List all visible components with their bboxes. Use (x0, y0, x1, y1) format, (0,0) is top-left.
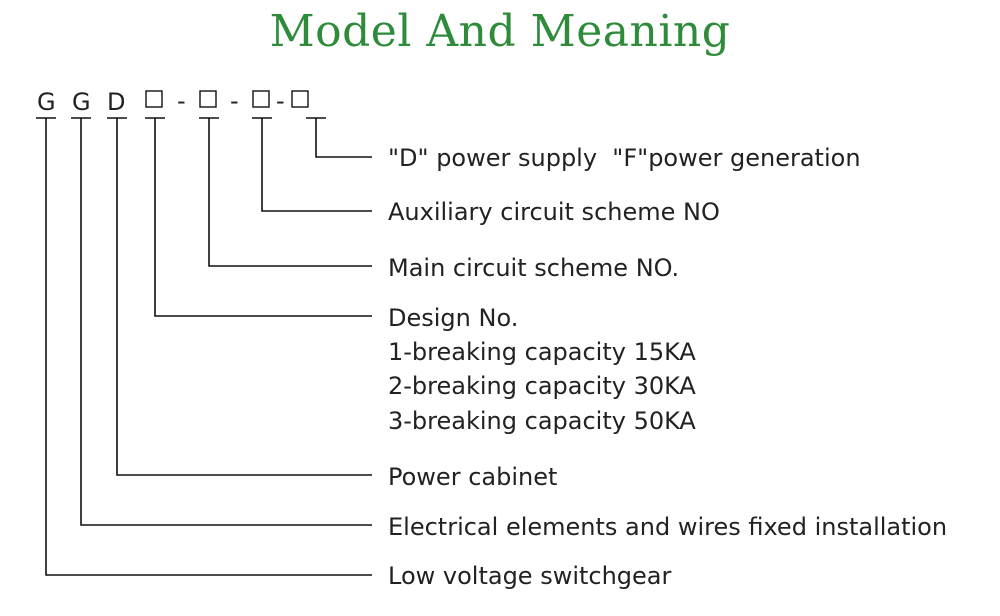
code-dash-1: - (177, 87, 186, 115)
code-letter-g-1: G (37, 88, 56, 116)
desc-aux-circuit: Auxiliary circuit scheme NO (388, 198, 720, 226)
code-letter-g-2: G (72, 88, 91, 116)
desc-power-type: "D" power supply "F"power generation (388, 144, 861, 172)
leader-low-voltage (45, 118, 372, 576)
code-slot-design-box (145, 90, 163, 108)
leader-power-cabinet (116, 118, 372, 476)
code-slot-main-circuit-box (199, 90, 217, 108)
leader-power-type (315, 118, 372, 158)
diagram-title: Model And Meaning (269, 6, 731, 57)
leader-main-circuit (208, 118, 372, 267)
leader-aux-circuit (261, 118, 372, 212)
leader-fixed-installation (80, 118, 372, 526)
code-letter-d: D (107, 88, 125, 116)
desc-design-no: Design No. (388, 304, 518, 332)
desc-power-cabinet: Power cabinet (388, 463, 557, 491)
desc-design-option-1: 1-breaking capacity 15KA (388, 338, 696, 366)
leader-design (154, 118, 372, 317)
desc-fixed-installation: Electrical elements and wires fixed inst… (388, 513, 947, 541)
code-slot-aux-circuit-box (252, 90, 270, 108)
desc-main-circuit: Main circuit scheme NO. (388, 254, 679, 282)
desc-design-option-3: 3-breaking capacity 50KA (388, 407, 696, 435)
code-slot-power-type-box (291, 90, 309, 108)
code-dash-2: - (230, 87, 239, 115)
code-dash-3: - (276, 87, 285, 115)
desc-low-voltage: Low voltage switchgear (388, 562, 672, 590)
desc-design-option-2: 2-breaking capacity 30KA (388, 372, 696, 400)
